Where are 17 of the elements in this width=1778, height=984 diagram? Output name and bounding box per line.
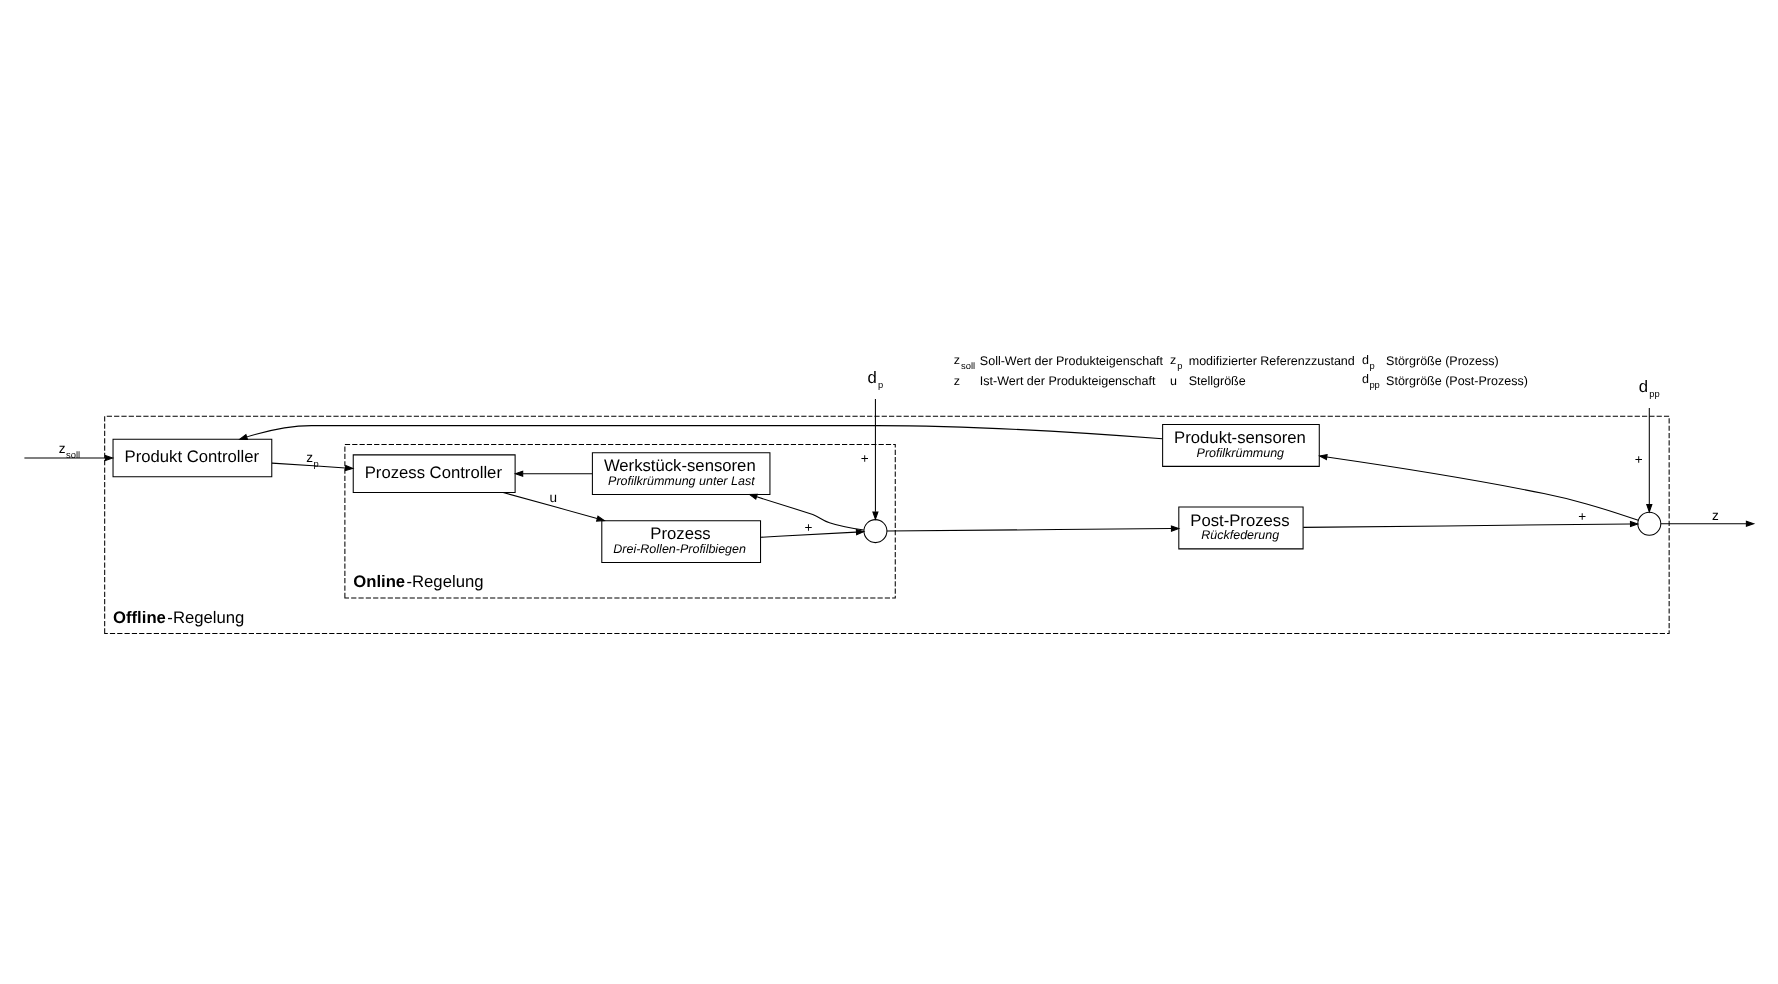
arrow (23, 453, 115, 461)
arrow (1660, 519, 1756, 527)
arrow (760, 527, 866, 537)
node-box: Produkt Controller (112, 437, 273, 477)
arrow (1302, 519, 1640, 527)
arrow (1646, 406, 1653, 513)
node-circle (863, 518, 888, 543)
arrow (271, 461, 355, 471)
node-circle (1637, 510, 1662, 535)
arrow (513, 469, 593, 476)
arrow (502, 491, 606, 521)
node-box: Prozess Controller (352, 453, 516, 492)
arrow (1317, 452, 1639, 520)
arrow (872, 397, 879, 520)
arrow (886, 524, 1181, 531)
arrow (748, 492, 865, 530)
arrow (238, 424, 1163, 439)
